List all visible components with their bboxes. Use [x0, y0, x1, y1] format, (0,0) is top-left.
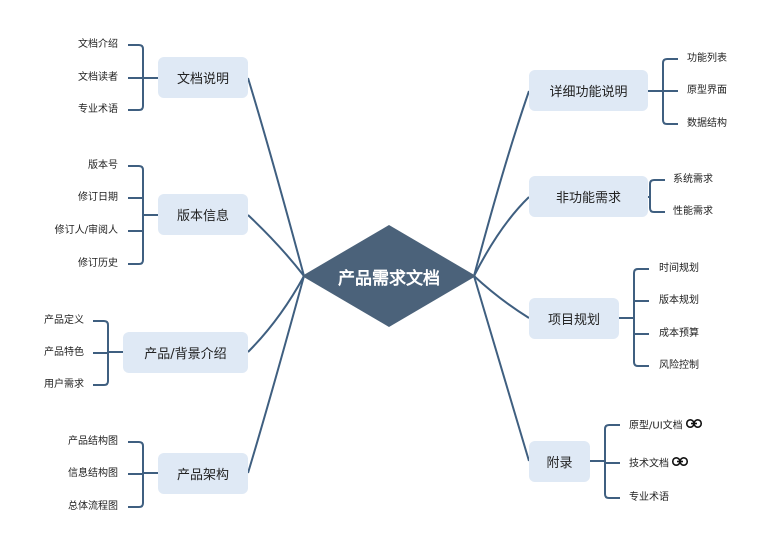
branch-detailed-features[interactable]: 详细功能说明: [529, 70, 648, 111]
connector-nonfunctional-bracket: [649, 179, 665, 213]
leaf-doc-intro[interactable]: 文档介绍: [78, 39, 118, 50]
branch-product-background[interactable]: 产品/背景介绍: [123, 332, 248, 373]
leaf-product-structure[interactable]: 产品结构图: [68, 436, 118, 447]
leaf-user-needs[interactable]: 用户需求: [44, 379, 84, 390]
connector-planning-bracket: [633, 268, 649, 367]
connector-center-to-architecture: [247, 275, 305, 474]
leaf-appendix-glossary[interactable]: 专业术语: [629, 492, 669, 503]
central-topic[interactable]: 产品需求文档: [302, 225, 476, 327]
connector-center-to-planning: [473, 275, 530, 319]
leaf-prototype-ui-doc-label: 原型/UI文档: [629, 420, 683, 432]
leaf-revision-date[interactable]: 修订日期: [78, 192, 118, 203]
link-icon[interactable]: [672, 457, 688, 470]
leaf-system-requirements[interactable]: 系统需求: [673, 174, 713, 185]
leaf-data-structure[interactable]: 数据结构: [687, 118, 727, 129]
leaf-time-planning[interactable]: 时间规划: [659, 263, 699, 274]
leaf-reviser[interactable]: 修订人/审阅人: [54, 225, 118, 236]
leaf-overall-flow[interactable]: 总体流程图: [68, 501, 118, 512]
central-topic-title: 产品需求文档: [338, 268, 440, 289]
connector-center-to-doc: [247, 77, 305, 277]
connector-center-to-version: [247, 214, 305, 277]
branch-appendix[interactable]: 附录: [529, 441, 590, 482]
connector-center-to-appendix: [473, 275, 530, 462]
branch-version-info[interactable]: 版本信息: [158, 194, 248, 235]
leaf-doc-readers[interactable]: 文档读者: [78, 72, 118, 83]
link-icon[interactable]: [685, 419, 702, 432]
branch-product-architecture[interactable]: 产品架构: [158, 453, 248, 494]
branch-project-planning[interactable]: 项目规划: [529, 298, 619, 339]
branch-document-description[interactable]: 文档说明: [158, 57, 248, 98]
leaf-risk-control[interactable]: 风险控制: [659, 360, 699, 371]
leaf-feature-list[interactable]: 功能列表: [687, 53, 727, 64]
leaf-performance-requirements[interactable]: 性能需求: [673, 206, 713, 217]
connector-center-to-nonfunctional: [473, 196, 530, 277]
leaf-version-number[interactable]: 版本号: [88, 160, 118, 171]
leaf-cost-budget[interactable]: 成本预算: [659, 328, 699, 339]
leaf-prototype-ui-doc[interactable]: 原型/UI文档: [629, 419, 702, 433]
leaf-info-structure[interactable]: 信息结构图: [68, 468, 118, 479]
branch-non-functional[interactable]: 非功能需求: [529, 176, 648, 217]
leaf-revision-history[interactable]: 修订历史: [78, 258, 118, 269]
leaf-product-features[interactable]: 产品特色: [44, 347, 84, 358]
leaf-technical-doc-label: 技术文档: [629, 458, 669, 470]
leaf-prototype-ui[interactable]: 原型界面: [687, 85, 727, 96]
central-diamond: [302, 225, 476, 327]
leaf-technical-doc[interactable]: 技术文档: [629, 457, 688, 471]
connector-center-to-details: [473, 90, 530, 277]
connector-version-bracket: [128, 165, 144, 265]
connector-appendix-bracket: [604, 424, 620, 499]
leaf-version-planning[interactable]: 版本规划: [659, 295, 699, 306]
leaf-glossary[interactable]: 专业术语: [78, 104, 118, 115]
connector-center-to-background: [247, 275, 305, 353]
leaf-product-definition[interactable]: 产品定义: [44, 315, 84, 326]
